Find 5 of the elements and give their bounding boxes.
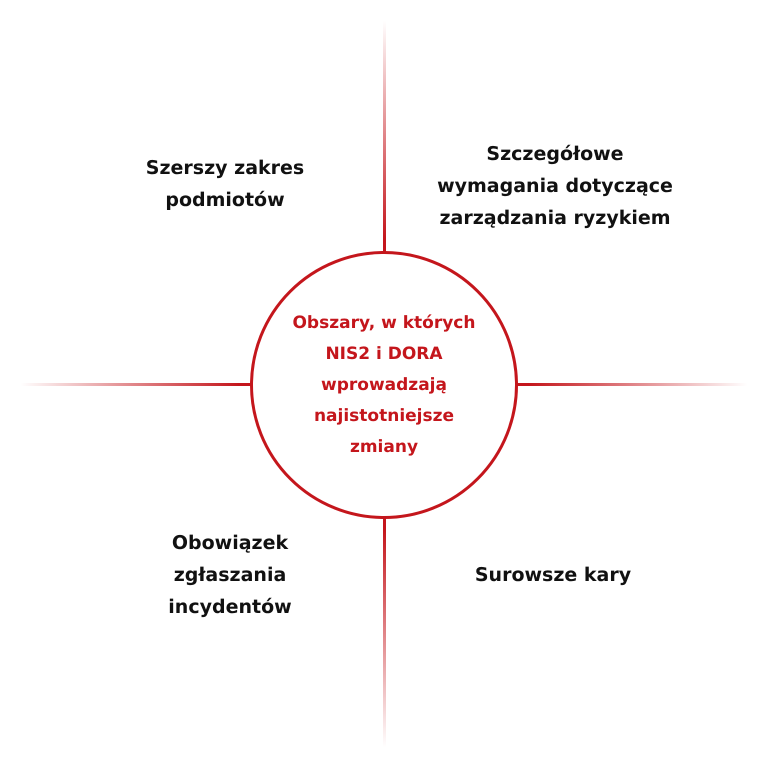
topic-text: Obowiązek zgłaszania incydentów: [167, 531, 293, 620]
center-heading: Obszary, w których NIS2 i DORA wprowadzają najistotniejsze zmiany: [291, 312, 476, 458]
topic-text: Szczegółowe wymagania dotyczące zarządzania ryzykiem: [436, 142, 674, 231]
topic-text: Szerszy zakres podmiotów: [144, 156, 306, 213]
topic-text: Surowsze kary: [474, 563, 632, 588]
